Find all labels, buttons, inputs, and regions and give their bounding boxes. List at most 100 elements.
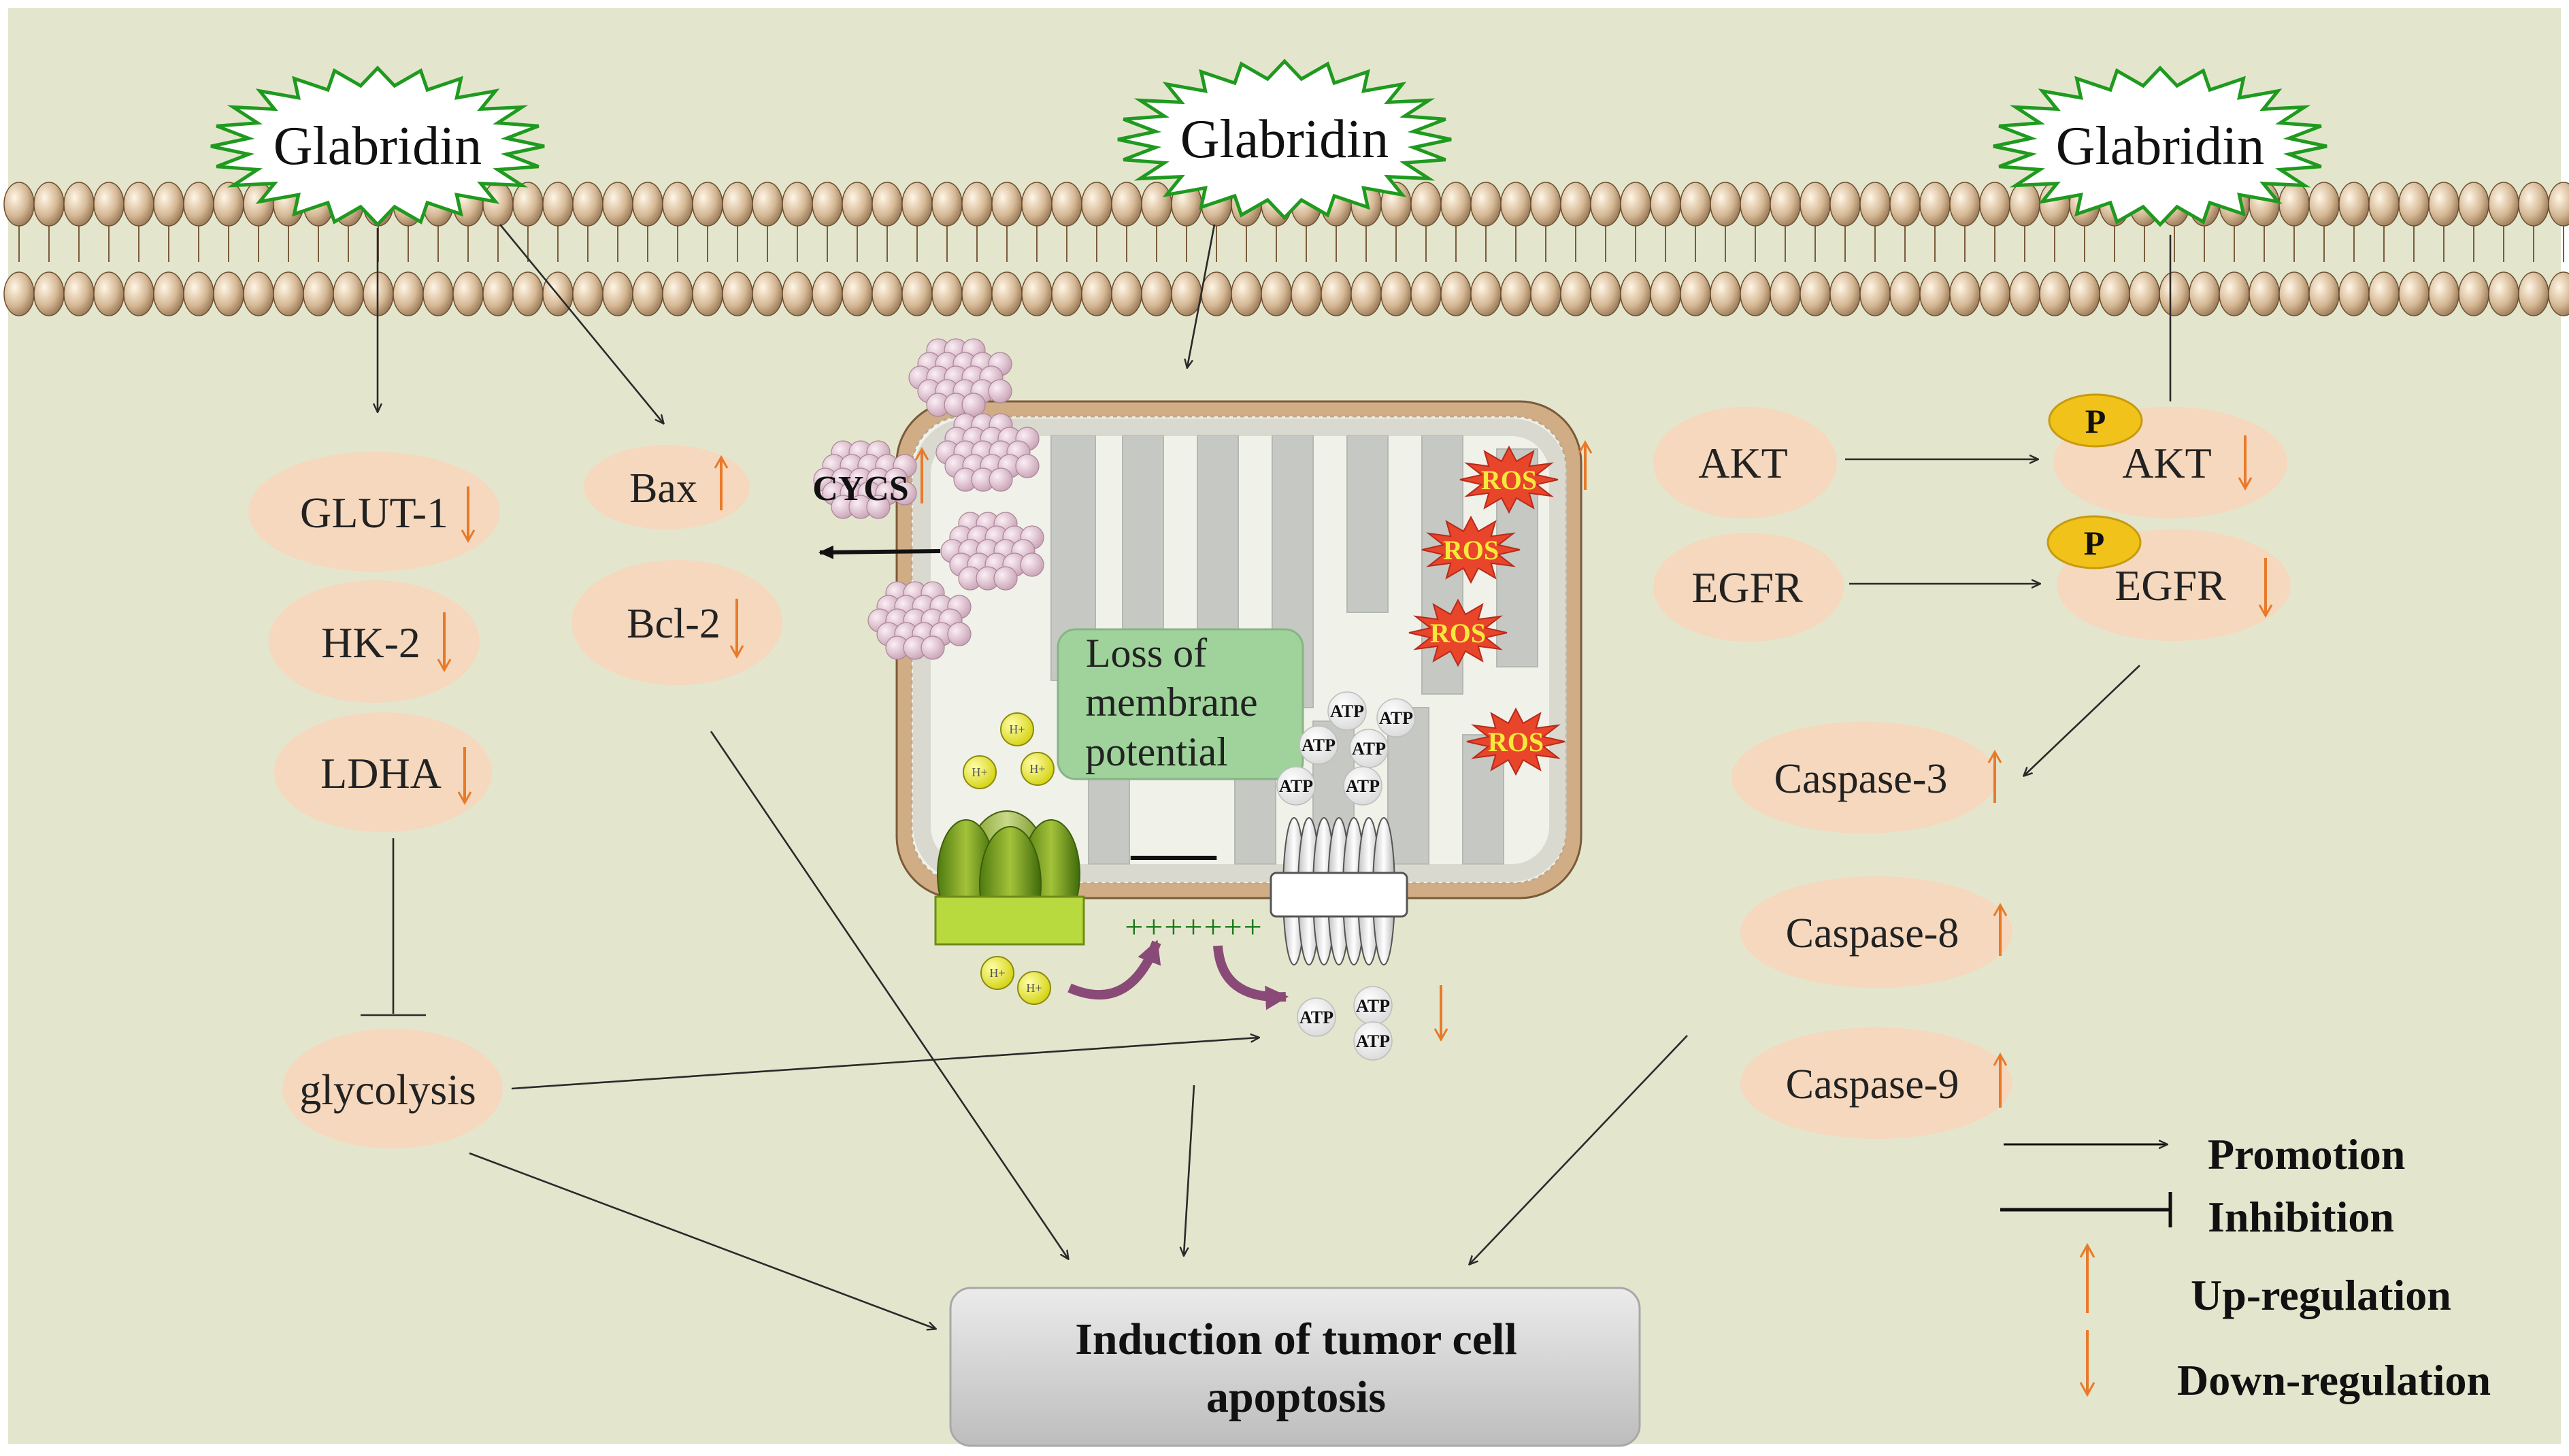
- atp-ball: [1353, 1021, 1393, 1061]
- lipid-head: [2069, 271, 2100, 316]
- lipid-head: [1590, 271, 1621, 316]
- lipid-head: [1740, 182, 1771, 227]
- atp-label: ATP: [1356, 996, 1390, 1016]
- lipid-head: [812, 271, 843, 316]
- lipid-head: [991, 271, 1023, 316]
- arrow-glycolysis-to-atp: [511, 1038, 1259, 1090]
- hk2-label: HK-2: [321, 618, 420, 667]
- lipid-head: [1949, 271, 1980, 316]
- legend: Promotion Inhibition Up-regulation Down-…: [2000, 1130, 2491, 1404]
- left-pathway: GLUT-1 HK-2 LDHA glycolysis Bax Bcl-2: [248, 445, 782, 1148]
- atp-label: ATP: [1330, 701, 1364, 721]
- membrane-pore-channel: [1270, 817, 1408, 965]
- legend-promotion-label: Promotion: [2208, 1130, 2405, 1178]
- lipid-head: [33, 271, 65, 316]
- proton-ions: H+H+H+H+H+: [963, 712, 1055, 1005]
- legend-down-label: Down-regulation: [2177, 1356, 2491, 1404]
- lipid-head: [2219, 271, 2250, 316]
- lipid-head: [1350, 271, 1382, 316]
- lipid-head: [512, 182, 544, 227]
- proton-label: H+: [1029, 762, 1045, 776]
- lipid-head: [452, 271, 484, 316]
- egfr-label: EGFR: [1691, 563, 1803, 612]
- atp-label: ATP: [1279, 776, 1313, 796]
- lipid-head: [1291, 271, 1322, 316]
- lipid-head: [1680, 271, 1711, 316]
- lipid-head: [1051, 182, 1082, 227]
- lipid-head: [1740, 271, 1771, 316]
- proton: [1021, 752, 1055, 786]
- p-akt-label: AKT: [2122, 439, 2212, 487]
- ldha-label: LDHA: [320, 749, 442, 797]
- lipid-head: [1111, 182, 1142, 227]
- lipid-head: [1051, 271, 1082, 316]
- right-pathway: AKT AKT EGFR EGFR Caspase-3 Caspase-8 Ca…: [1653, 393, 2291, 1139]
- lipid-head: [1919, 182, 1951, 227]
- lipid-head: [1650, 271, 1681, 316]
- glut1-label: GLUT-1: [300, 489, 448, 537]
- lipid-head: [722, 182, 753, 227]
- atp-label: ATP: [1302, 735, 1336, 755]
- lipid-head: [1829, 182, 1861, 227]
- lipid-head: [2458, 271, 2489, 316]
- glabridin-label: Glabridin: [2056, 116, 2265, 176]
- lipid-head: [662, 271, 693, 316]
- p-badge-egfr-label: P: [2084, 524, 2105, 562]
- ros-label: ROS: [1443, 535, 1499, 565]
- lipid-head: [1410, 182, 1442, 227]
- lipid-head: [542, 182, 574, 227]
- lipid-head: [2278, 271, 2310, 316]
- lipid-head: [602, 271, 633, 316]
- lipid-head: [482, 182, 514, 227]
- lipid-head: [2249, 271, 2280, 316]
- lipid-head: [1710, 182, 1741, 227]
- lipid-head: [213, 271, 244, 316]
- cycs-cluster: [940, 512, 1044, 591]
- legend-up-label: Up-regulation: [2191, 1271, 2451, 1319]
- lipid-head: [1620, 182, 1651, 227]
- lipid-head: [1710, 271, 1741, 316]
- lipid-head: [1560, 271, 1591, 316]
- lipid-head: [2129, 271, 2160, 316]
- caspase8-label: Caspase-8: [1786, 910, 1959, 957]
- lipid-head: [692, 271, 723, 316]
- cycs-cluster-group: [813, 338, 1044, 660]
- arrow-atp-to-apoptosis: [1184, 1085, 1195, 1255]
- lipid-head: [1979, 182, 2010, 227]
- lipid-head: [1231, 271, 1262, 316]
- lipid-head: [961, 182, 993, 227]
- atp-ball: [1327, 691, 1367, 731]
- lipid-head: [1081, 182, 1112, 227]
- lipid-head: [632, 271, 663, 316]
- apoptosis-outcome-box: Induction of tumor cell apoptosis: [949, 1287, 1641, 1447]
- lipid-head: [572, 182, 603, 227]
- lipid-head: [183, 271, 214, 316]
- lipid-head: [3, 271, 35, 316]
- ros-burst: [1459, 445, 1559, 514]
- proton: [1000, 712, 1034, 746]
- proton-flow-arrow: [1067, 940, 1161, 1000]
- proton-label: H+: [1026, 981, 1042, 995]
- lipid-head: [961, 271, 993, 316]
- lipid-head: [1859, 182, 1891, 227]
- lipid-head: [901, 271, 933, 316]
- glut1-node: [248, 452, 500, 572]
- ros-label: ROS: [1481, 465, 1537, 495]
- lipid-head: [63, 182, 95, 227]
- lipid-head: [1470, 271, 1502, 316]
- lipid-head: [662, 182, 693, 227]
- atp-synthase: [934, 810, 1085, 946]
- atp-label: ATP: [1352, 739, 1386, 759]
- glabridin-star: Glabridin: [1993, 65, 2327, 227]
- glabridin-label: Glabridin: [1180, 110, 1389, 169]
- lipid-head: [153, 271, 184, 316]
- lipid-head: [2338, 182, 2370, 227]
- ros-burst: [1408, 598, 1508, 667]
- akt-label: AKT: [1698, 439, 1788, 487]
- lipid-head: [2039, 271, 2070, 316]
- glycolysis-label: glycolysis: [299, 1065, 476, 1114]
- lipid-head: [123, 271, 154, 316]
